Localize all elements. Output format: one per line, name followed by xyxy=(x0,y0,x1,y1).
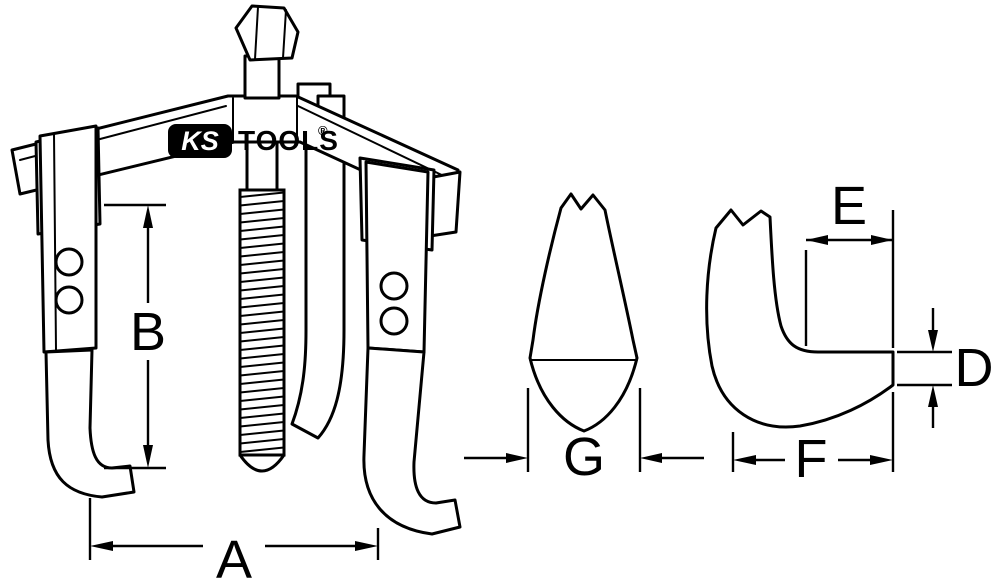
left-arm-hole-upper xyxy=(54,247,84,277)
ks-logo-text: KS xyxy=(181,126,219,156)
dimension-b-arrow-up xyxy=(143,205,153,228)
dimension-a-arrow-right xyxy=(355,541,378,551)
hook-jaw-tip-drawing: E D F xyxy=(705,176,994,489)
left-arm-edge xyxy=(53,133,57,351)
left-jaw-hook xyxy=(44,348,136,499)
spindle-shank xyxy=(245,140,279,194)
ks-tools-logo: KS TOOLS ® xyxy=(168,123,339,158)
hook-tip-body xyxy=(705,208,895,429)
hex-bolt-head xyxy=(234,4,300,100)
hex-facet-line-1 xyxy=(254,6,259,60)
right-jaw-hook xyxy=(362,346,462,536)
dimension-a: A xyxy=(88,498,380,581)
left-arm xyxy=(34,124,136,499)
dimension-e-arrow-left xyxy=(806,235,828,245)
hex-head xyxy=(234,4,300,62)
dimension-b: B xyxy=(104,203,166,470)
dimension-f-arrow-left xyxy=(733,455,756,465)
dimension-b-arrow-down xyxy=(143,445,153,468)
dimension-label-g: G xyxy=(563,427,605,487)
bolt-neck xyxy=(243,54,281,100)
dimension-a-arrow-left xyxy=(90,541,113,551)
dimension-d-arrow-down xyxy=(928,330,938,352)
dimension-d: D xyxy=(897,308,994,428)
three-arm-puller-drawing: KS TOOLS ® B A xyxy=(10,4,462,581)
spindle-tip xyxy=(238,453,286,473)
tools-logo-text: TOOLS xyxy=(238,125,339,156)
dimension-label-b: B xyxy=(130,302,166,362)
ks-logo-badge xyxy=(168,124,232,158)
left-arm-hole-lower xyxy=(54,285,84,315)
dimension-e-arrow-right xyxy=(871,235,893,245)
hex-facet-line-2 xyxy=(282,9,287,59)
dimension-g-arrow-right xyxy=(640,453,662,463)
dimension-g: G xyxy=(464,388,704,487)
pointed-jaw-tip-drawing: G xyxy=(464,192,704,487)
right-arm-hole-lower xyxy=(379,306,409,336)
spindle-thread xyxy=(238,188,286,457)
right-arm-hole-upper xyxy=(379,271,409,301)
yoke-edge-right xyxy=(297,105,449,179)
dimension-label-a: A xyxy=(216,530,252,581)
center-jaw-arm xyxy=(290,128,346,440)
dimension-label-f: F xyxy=(795,429,828,489)
dimension-e: E xyxy=(804,176,895,348)
pointed-tip-body xyxy=(528,192,639,433)
dimension-f: F xyxy=(731,392,895,489)
threaded-spindle xyxy=(238,140,286,473)
left-arm-bar xyxy=(38,124,98,354)
right-arm xyxy=(358,156,462,536)
dimension-d-arrow-up xyxy=(928,385,938,407)
dimension-g-arrow-left xyxy=(506,453,528,463)
dimension-label-d: D xyxy=(955,338,994,398)
registered-mark: ® xyxy=(318,123,328,138)
dimension-f-arrow-right xyxy=(870,455,893,465)
dimension-label-e: E xyxy=(831,176,867,236)
